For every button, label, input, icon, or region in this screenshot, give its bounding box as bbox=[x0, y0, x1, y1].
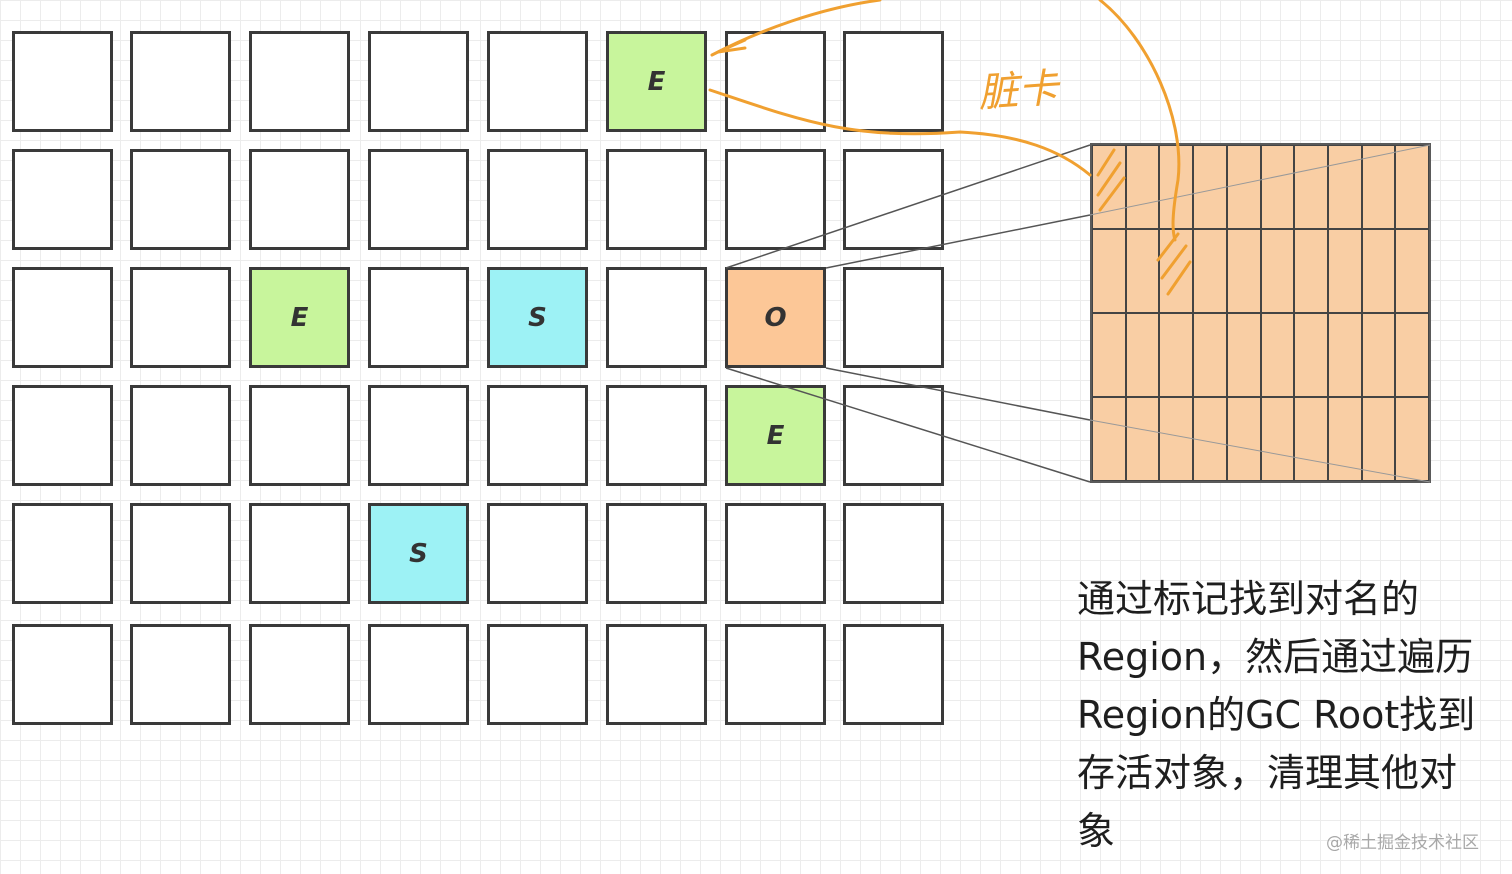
card bbox=[1092, 397, 1126, 481]
region-empty bbox=[843, 149, 944, 250]
dirty-card-label: 脏卡 bbox=[976, 65, 1060, 117]
region-empty bbox=[606, 624, 707, 725]
region-empty bbox=[368, 624, 469, 725]
region-eden: E bbox=[606, 31, 707, 132]
card bbox=[1327, 313, 1362, 397]
card bbox=[1361, 313, 1396, 397]
region-empty bbox=[130, 624, 231, 725]
region-empty bbox=[130, 503, 231, 604]
card bbox=[1294, 229, 1328, 313]
region-empty bbox=[606, 385, 707, 486]
card-table bbox=[1090, 143, 1431, 483]
region-empty bbox=[368, 385, 469, 486]
watermark: @稀土掘金技术社区 bbox=[1326, 833, 1479, 853]
region-old: O bbox=[725, 267, 826, 368]
region-empty bbox=[725, 149, 826, 250]
region-empty bbox=[487, 385, 588, 486]
region-empty bbox=[368, 31, 469, 132]
region-empty bbox=[606, 503, 707, 604]
region-empty bbox=[249, 503, 350, 604]
region-empty bbox=[487, 503, 588, 604]
card bbox=[1260, 313, 1295, 397]
region-empty bbox=[12, 385, 113, 486]
card bbox=[1395, 229, 1429, 313]
region-survivor: S bbox=[368, 503, 469, 604]
dirty-card bbox=[1092, 145, 1126, 229]
card bbox=[1361, 397, 1396, 481]
card bbox=[1092, 229, 1126, 313]
region-empty bbox=[725, 624, 826, 725]
region-empty bbox=[12, 31, 113, 132]
region-empty bbox=[843, 385, 944, 486]
card bbox=[1193, 145, 1227, 229]
caption-line: 通过标记找到对名的 bbox=[1077, 577, 1420, 621]
card bbox=[1395, 145, 1429, 229]
region-empty bbox=[368, 267, 469, 368]
card bbox=[1125, 145, 1160, 229]
region-empty bbox=[12, 267, 113, 368]
region-empty bbox=[249, 149, 350, 250]
card bbox=[1361, 145, 1396, 229]
card bbox=[1226, 229, 1261, 313]
region-empty bbox=[843, 503, 944, 604]
region-eden: E bbox=[249, 267, 350, 368]
card bbox=[1294, 313, 1328, 397]
card bbox=[1193, 397, 1227, 481]
caption-line: 存活对象，清理其他对 bbox=[1077, 751, 1458, 795]
region-empty bbox=[606, 149, 707, 250]
card bbox=[1294, 397, 1328, 481]
card bbox=[1327, 229, 1362, 313]
card bbox=[1193, 229, 1227, 313]
card bbox=[1260, 229, 1295, 313]
region-eden: E bbox=[725, 385, 826, 486]
region-empty bbox=[843, 31, 944, 132]
region-empty bbox=[487, 624, 588, 725]
caption-line: Region的GC Root找到 bbox=[1077, 693, 1476, 737]
region-empty bbox=[12, 624, 113, 725]
card bbox=[1395, 313, 1429, 397]
region-empty bbox=[130, 149, 231, 250]
card bbox=[1327, 397, 1362, 481]
card bbox=[1159, 145, 1194, 229]
card bbox=[1159, 313, 1194, 397]
caption-line: Region，然后通过遍历 bbox=[1077, 635, 1474, 679]
caption-line: 象 bbox=[1077, 809, 1116, 853]
caption: 通过标记找到对名的 Region，然后通过遍历 Region的GC Root找到… bbox=[1077, 570, 1507, 860]
region-empty bbox=[130, 31, 231, 132]
region-empty bbox=[725, 503, 826, 604]
region-empty bbox=[130, 267, 231, 368]
card bbox=[1226, 145, 1261, 229]
region-empty bbox=[843, 624, 944, 725]
card bbox=[1092, 313, 1126, 397]
card bbox=[1226, 397, 1261, 481]
region-empty bbox=[368, 149, 469, 250]
region-survivor: S bbox=[487, 267, 588, 368]
card bbox=[1260, 145, 1295, 229]
dirty-card bbox=[1159, 229, 1194, 313]
card bbox=[1395, 397, 1429, 481]
card bbox=[1260, 397, 1295, 481]
region-empty bbox=[130, 385, 231, 486]
region-empty bbox=[12, 149, 113, 250]
card bbox=[1125, 229, 1160, 313]
card bbox=[1125, 397, 1160, 481]
card bbox=[1159, 397, 1194, 481]
card bbox=[1361, 229, 1396, 313]
card bbox=[1294, 145, 1328, 229]
region-empty bbox=[843, 267, 944, 368]
card bbox=[1327, 145, 1362, 229]
card bbox=[1193, 313, 1227, 397]
region-empty bbox=[249, 624, 350, 725]
region-empty bbox=[725, 31, 826, 132]
region-empty bbox=[12, 503, 113, 604]
region-empty bbox=[249, 31, 350, 132]
region-empty bbox=[249, 385, 350, 486]
region-empty bbox=[487, 149, 588, 250]
card bbox=[1226, 313, 1261, 397]
region-empty bbox=[606, 267, 707, 368]
region-empty bbox=[487, 31, 588, 132]
card bbox=[1125, 313, 1160, 397]
